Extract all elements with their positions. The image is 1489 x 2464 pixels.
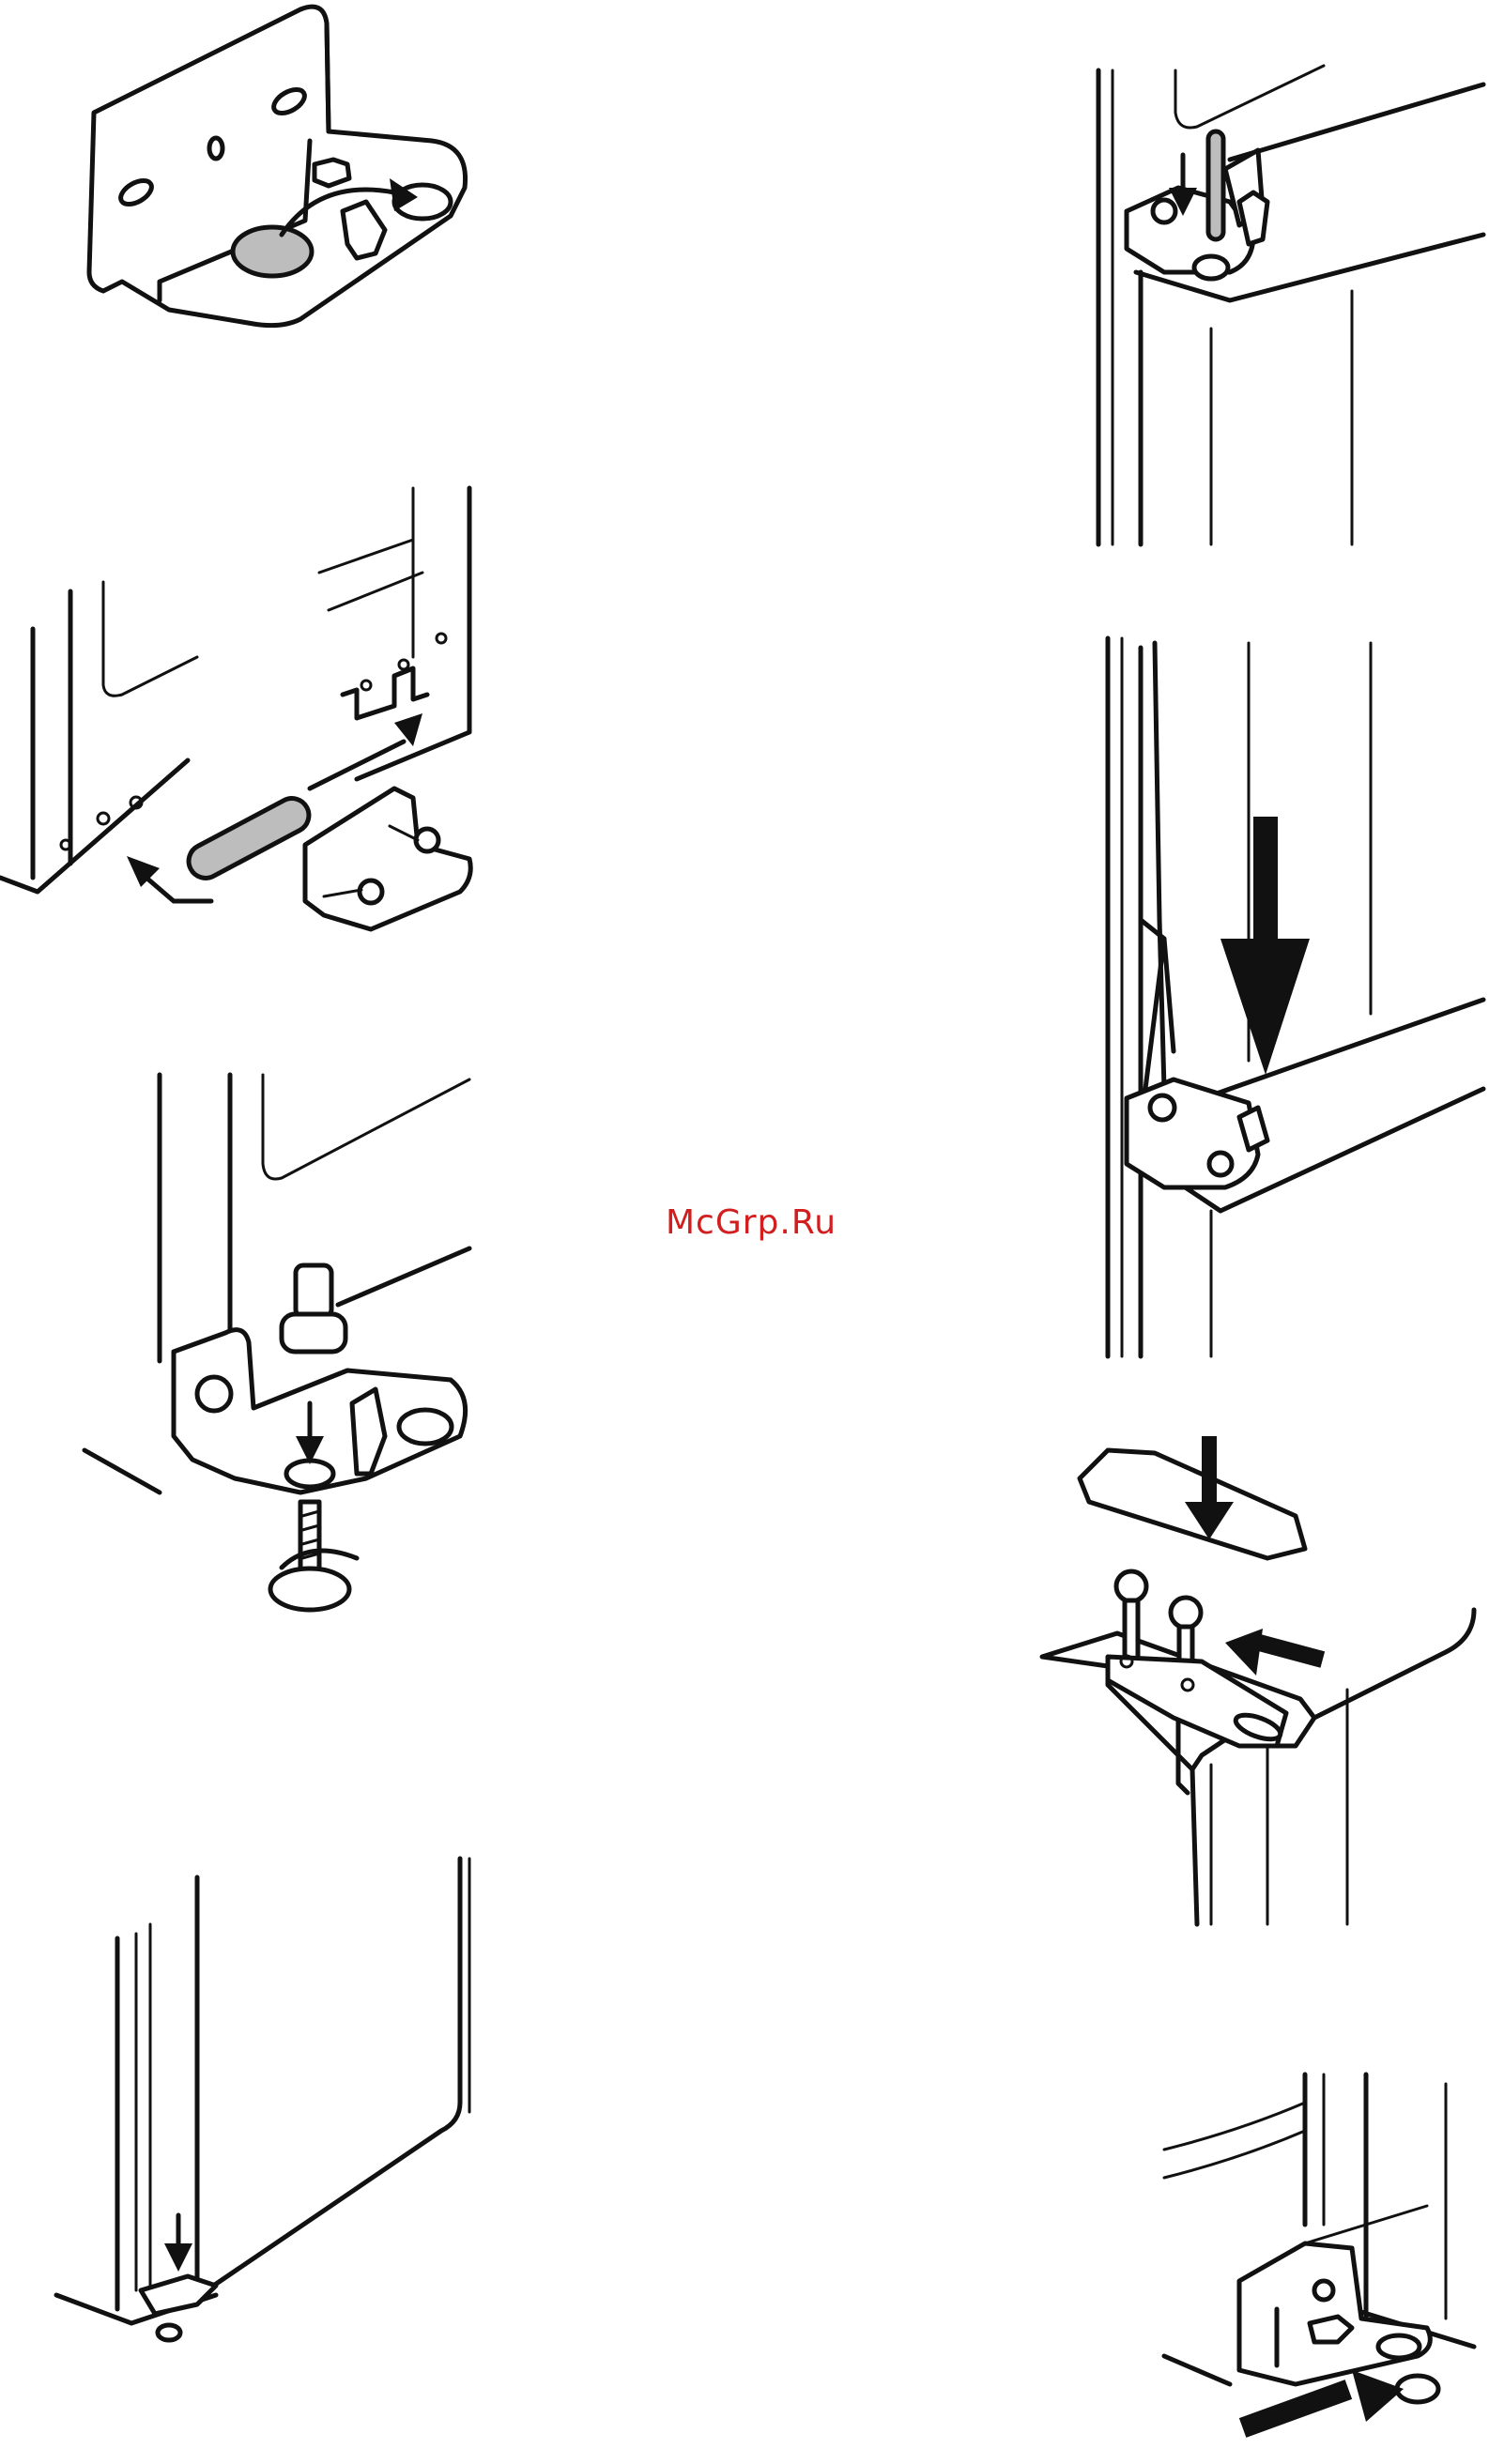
step-top-hinge-cover-screws: [1042, 1436, 1474, 1924]
step-door-lower-onto-pin: [56, 1859, 469, 2340]
step-door-seat-top: [1108, 638, 1483, 1356]
step-hinge-plate-swap-pin: [89, 7, 466, 326]
cover-icon: [183, 792, 315, 884]
arrow-icon: [1257, 1634, 1325, 1668]
step-hinge-pin-insert: [84, 1075, 469, 1610]
watermark: McGrp.Ru: [657, 1203, 845, 1242]
arrow-head-icon: [394, 713, 422, 746]
step-top-pin-insert: [1098, 66, 1483, 544]
step-hinge-removal-cover: [0, 488, 470, 929]
arrow-icon: [1239, 2380, 1352, 2438]
down-arrow-icon: [1202, 1436, 1217, 1507]
step-bottom-hinge-foot: [1164, 2074, 1474, 2438]
down-arrow-icon: [1253, 817, 1278, 948]
